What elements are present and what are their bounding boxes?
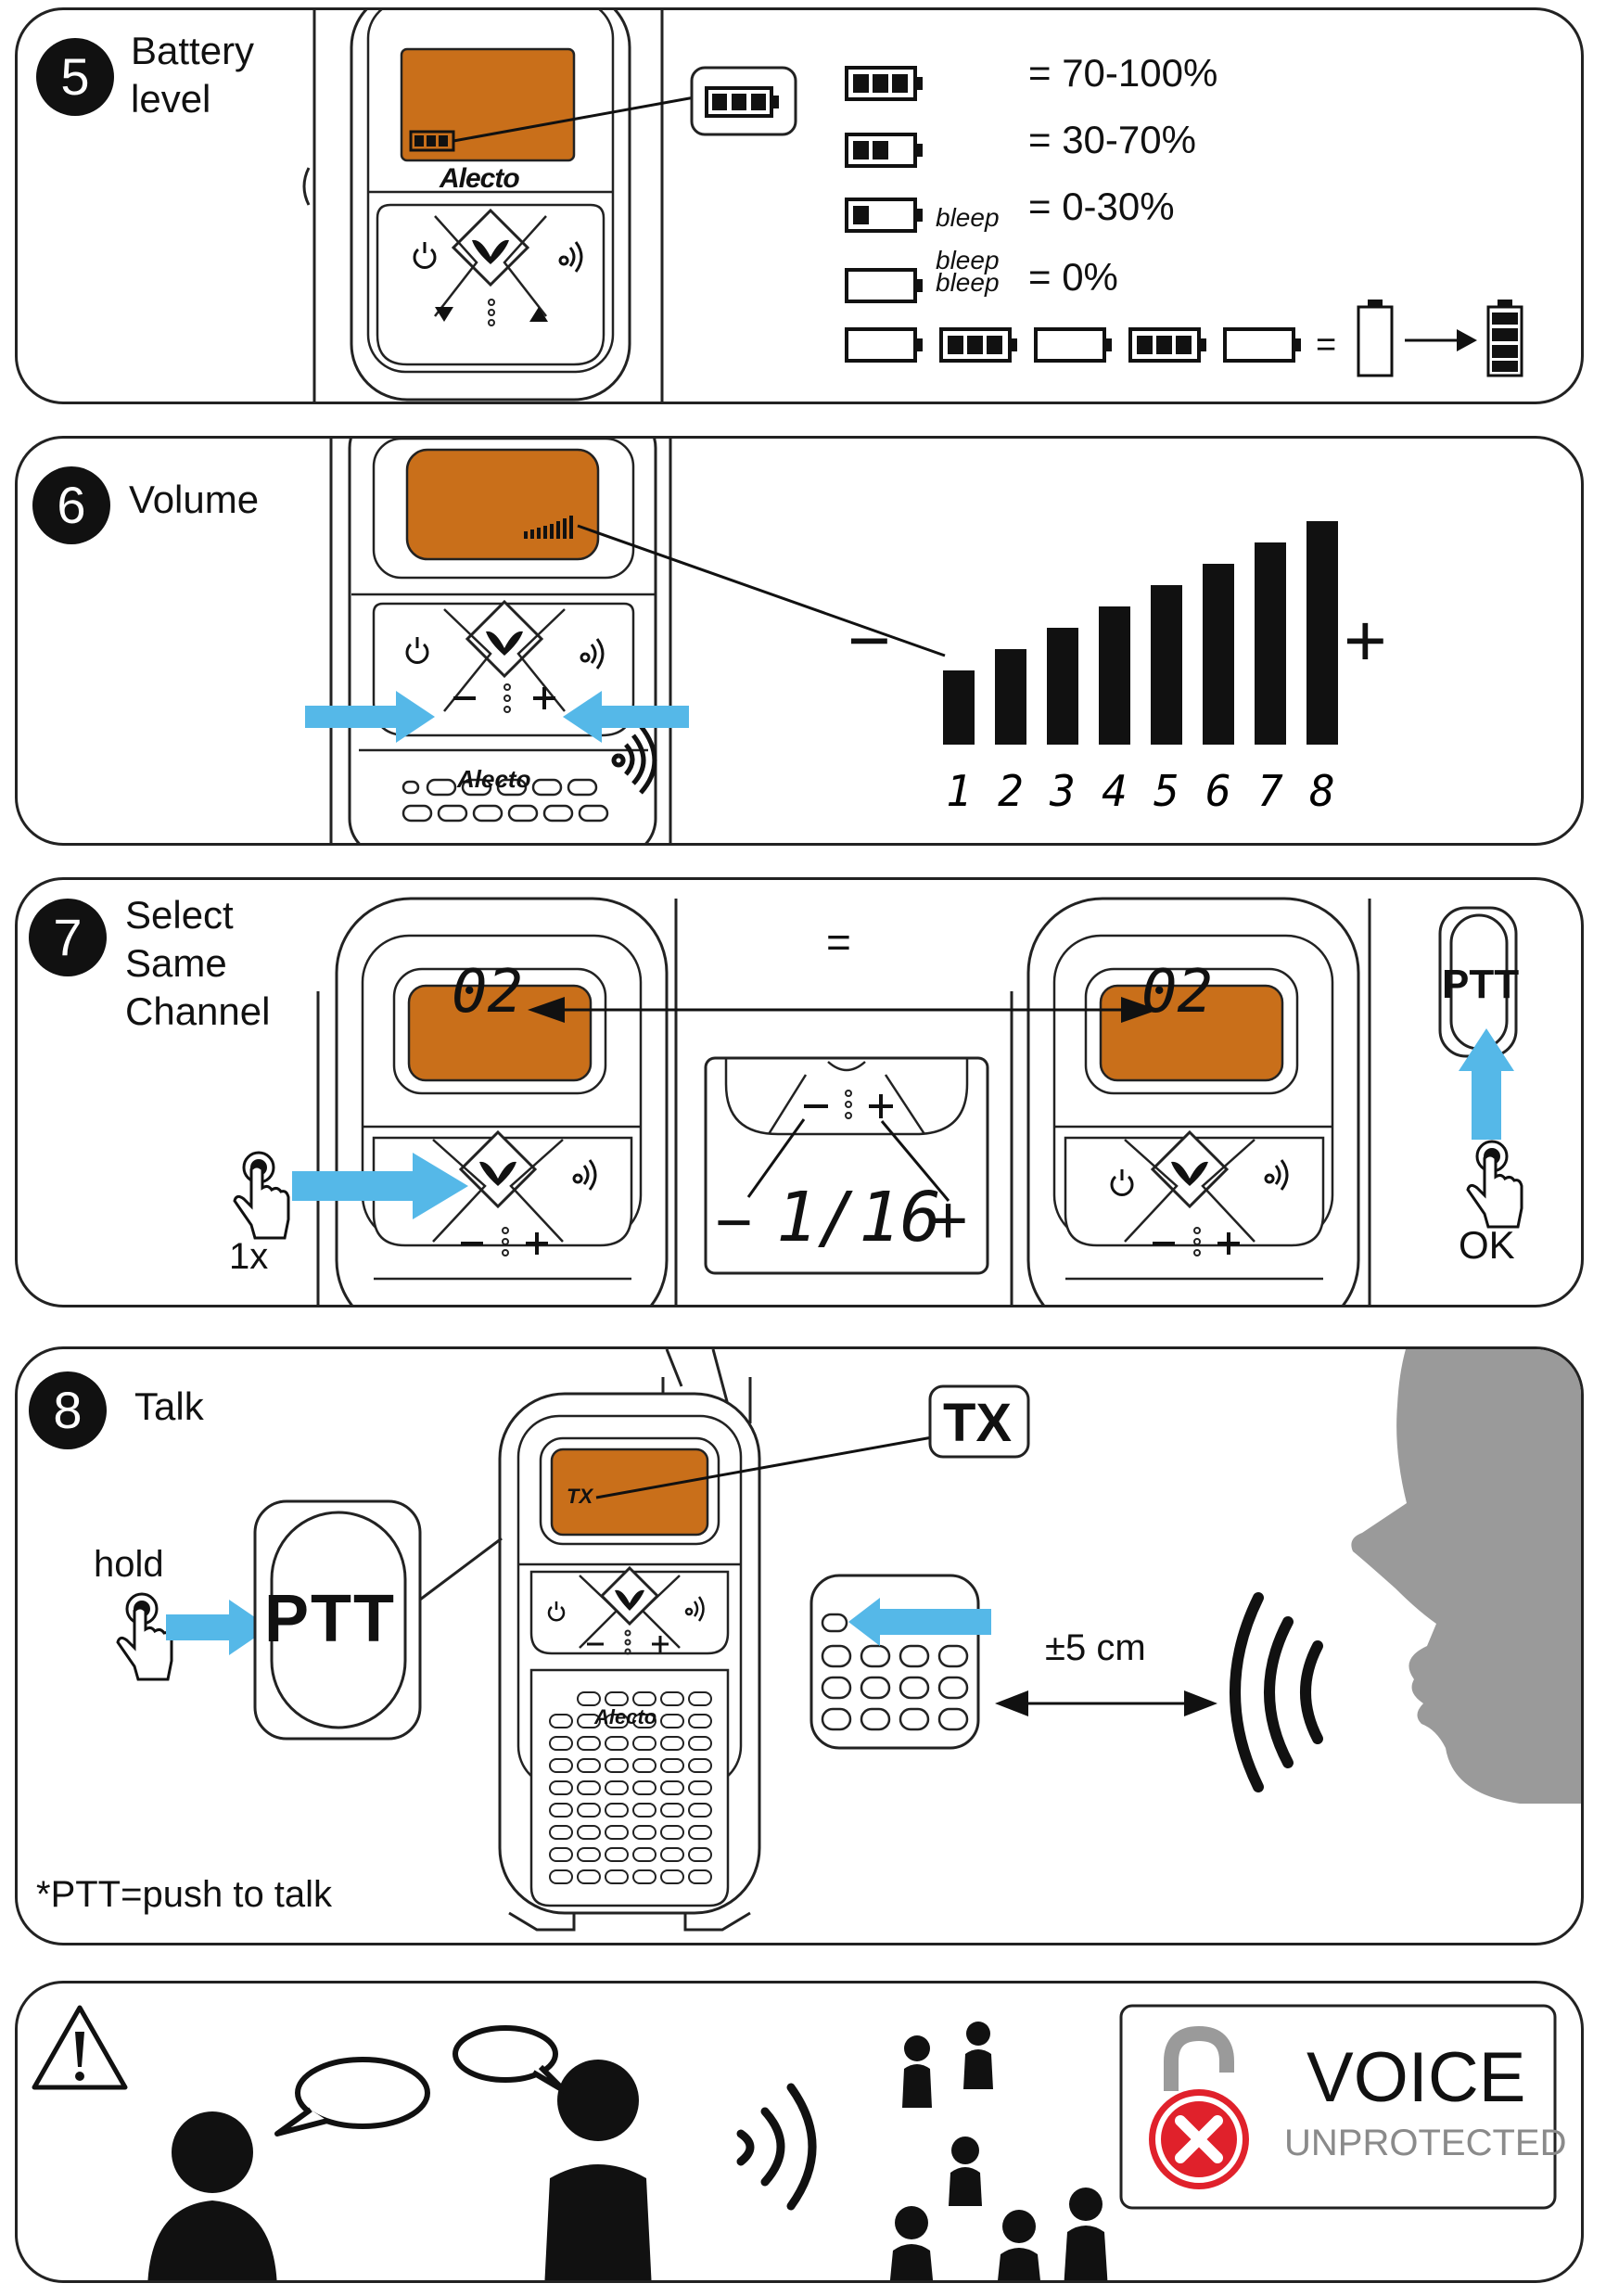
walkie-talkie-right (1010, 897, 1371, 1305)
step-number-5: 5 (36, 38, 114, 116)
talk-title: Talk (134, 1384, 204, 1428)
volume-level-label-8: 8 (1309, 766, 1335, 816)
charging-equals: = (1316, 325, 1337, 364)
battery-row-3-label: = 0-30% (1028, 185, 1175, 228)
volume-press-arrows (305, 691, 689, 743)
volume-plus-label: + (1344, 599, 1387, 682)
ptt-press-arrow (1459, 1028, 1514, 1140)
volume-bar-1 (943, 670, 975, 745)
charging-sequence (845, 300, 1523, 377)
walkie-talkie-volume (329, 439, 946, 843)
hold-hand-icon (116, 1592, 173, 1681)
volume-level-label-1: 1 (946, 766, 972, 816)
walkie-talkie-left (316, 897, 678, 1305)
ok-hand-icon (1466, 1140, 1523, 1229)
battery-full-icon (845, 66, 923, 101)
speaker-head-silhouette (1351, 1349, 1581, 1804)
channel-zoom-minus: − (715, 1186, 753, 1258)
channel-match-arrow (528, 997, 1158, 1023)
distance-label: ±5 cm (1045, 1627, 1146, 1668)
ptt-footnote: *PTT=push to talk (36, 1874, 333, 1915)
battery-row-4-label: = 0% (1028, 255, 1118, 299)
volume-title: Volume (129, 478, 260, 521)
channel-press-arrow (292, 1153, 468, 1219)
panel-battery-level: 5 Battery level Alecto = 70-1 (15, 7, 1584, 404)
voice-label: VOICE (1306, 2038, 1526, 2117)
battery-empty-icon (845, 268, 923, 303)
volume-minus-label: − (848, 599, 891, 682)
battery-zoom-icon (690, 66, 797, 136)
ptt-label-large: PTT (264, 1582, 396, 1656)
sound-waves-icon (1230, 1592, 1323, 1792)
volume-bar-5 (1151, 585, 1182, 745)
ok-label: OK (1459, 1223, 1515, 1267)
channel-display-right: 02 (1141, 958, 1214, 1027)
channel-zoom-box (704, 1056, 989, 1275)
battery-title: Battery level (131, 29, 255, 121)
volume-level-label-5: 5 (1154, 766, 1179, 816)
distance-arrow (995, 1690, 1217, 1716)
step-number-7: 7 (29, 899, 107, 976)
broadcast-waves-icon (736, 2083, 817, 2211)
battery-row-3-sound: bleep (936, 203, 1000, 232)
channel-equals: = (826, 918, 851, 966)
step-number-8: 8 (29, 1371, 107, 1449)
hold-arrow (166, 1600, 270, 1655)
open-padlock-error-icon (1149, 2025, 1249, 2189)
tx-callout-box (928, 1384, 1030, 1459)
ptt-button-small (1438, 906, 1518, 1058)
talk-brand-logo: Alecto (594, 1705, 657, 1728)
battery-row-1-label: = 70-100% (1028, 51, 1218, 95)
panel-select-channel: 7 Select Same Channel 02 (15, 877, 1584, 1307)
crowd-listeners-icon (889, 2022, 1108, 2280)
volume-level-label-6: 6 (1205, 766, 1231, 816)
tx-callout-line (595, 1435, 938, 1499)
panel-voice-warning: VOICE UNPROTECTED (15, 1981, 1584, 2283)
walkie-talkie-battery (302, 10, 695, 402)
warning-triangle-icon (32, 2005, 128, 2090)
microphone-zoom (809, 1574, 991, 1750)
volume-level-label-4: 4 (1102, 766, 1128, 816)
battery-brand-logo: Alecto (440, 163, 520, 194)
battery-two-thirds-icon (845, 133, 923, 168)
volume-bar-8 (1306, 521, 1338, 745)
ptt-label-small: PTT (1442, 962, 1520, 1007)
channel-title: Select Same Channel (125, 893, 271, 1033)
volume-level-label-2: 2 (998, 766, 1024, 816)
walkie-talkie-talk (498, 1349, 761, 1932)
volume-bar-7 (1255, 542, 1286, 745)
press-hand-icon (233, 1151, 290, 1240)
channel-zoom-plus: + (928, 1181, 969, 1258)
tx-label: TX (943, 1393, 1013, 1453)
volume-bar-2 (995, 649, 1026, 745)
people-conversation-icon (147, 2025, 652, 2280)
battery-row-2-label: = 30-70% (1028, 118, 1196, 161)
channel-display-left: 02 (452, 958, 524, 1027)
battery-row-4-sound: bleep bleep (936, 246, 1000, 297)
hold-label: hold (94, 1544, 164, 1585)
press-count-label: 1x (229, 1236, 269, 1277)
battery-low-icon (845, 198, 923, 233)
volume-level-label-7: 7 (1257, 766, 1283, 816)
volume-bar-6 (1203, 564, 1234, 745)
talk-display-tx: TX (567, 1485, 593, 1508)
panel-talk: 8 Talk TX Alecto TX hold (15, 1346, 1584, 1945)
battery-row-icons (845, 66, 923, 303)
volume-bar-3 (1047, 628, 1078, 745)
ptt-button-large (253, 1499, 503, 1741)
volume-bar-4 (1099, 606, 1130, 745)
unprotected-label: UNPROTECTED (1284, 2123, 1567, 2163)
step-number-6: 6 (32, 466, 110, 544)
volume-level-label-3: 3 (1049, 766, 1076, 816)
channel-range: 1/16 (776, 1178, 942, 1257)
volume-brand-logo: Alecto (457, 765, 531, 793)
